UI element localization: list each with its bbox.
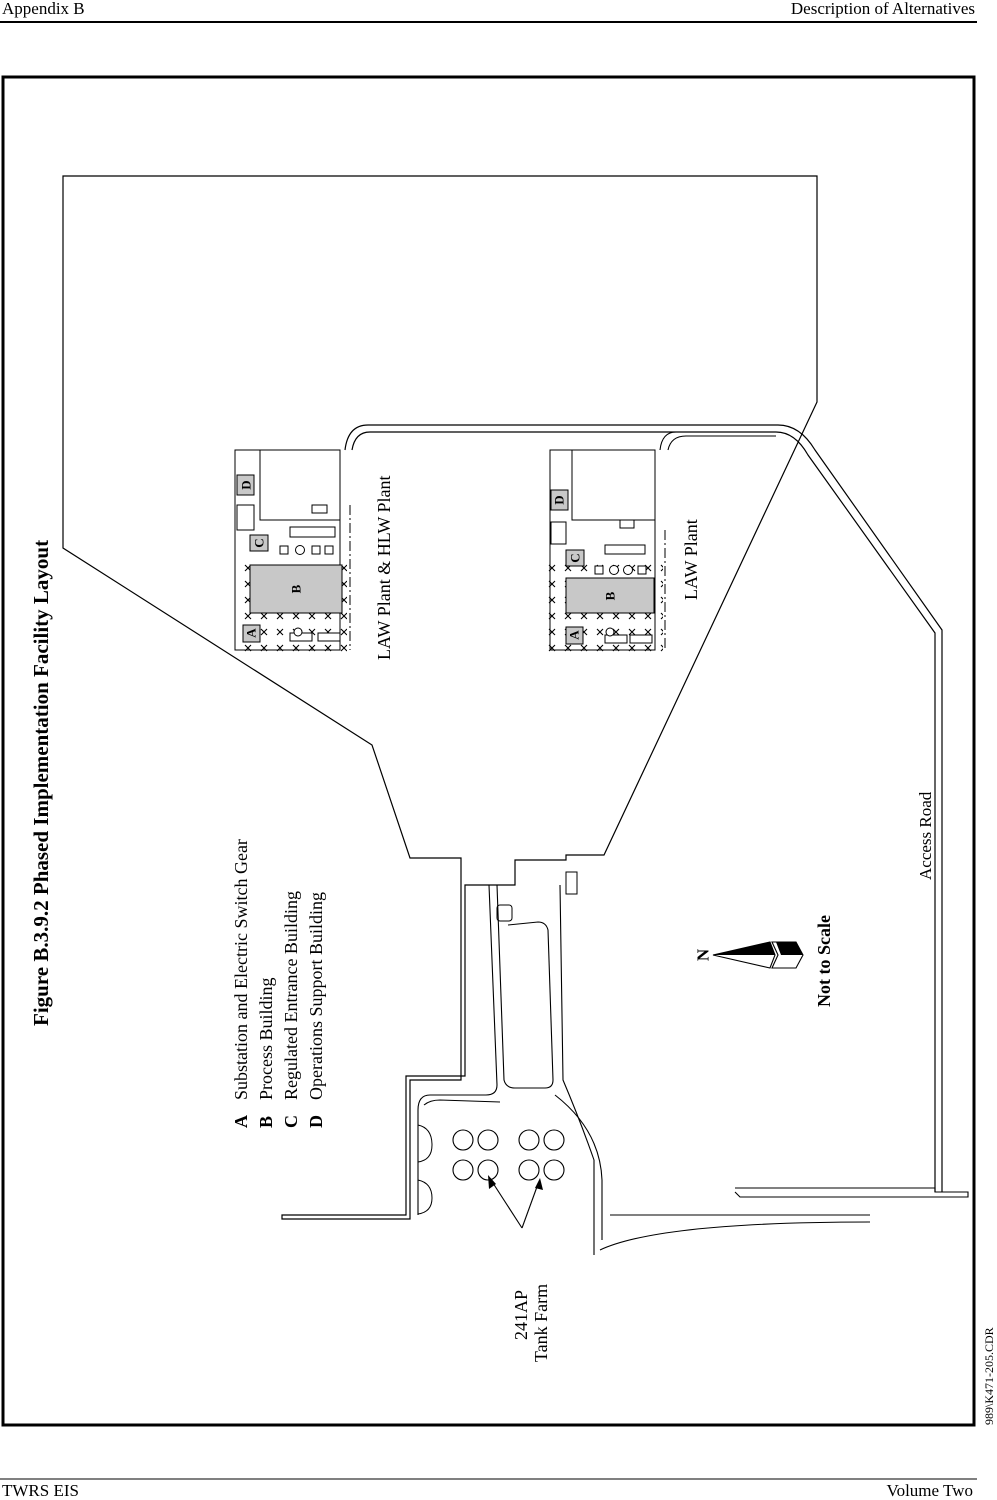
tank-farm-label-line2: Tank Farm (531, 1284, 551, 1362)
plant-upper-divider (259, 450, 340, 521)
footer-right: Volume Two (886, 1481, 974, 1500)
building-b-lower (565, 577, 655, 614)
unit-lower-7 (629, 634, 653, 644)
key-b-lower: B (603, 591, 618, 600)
tank-arrowhead-right (535, 1178, 543, 1190)
key-c-upper: C (252, 538, 267, 547)
road-notch-1 (417, 1124, 433, 1163)
tank-pointer-left (490, 1179, 523, 1229)
key-a-lower: A (567, 630, 582, 640)
unit-upper-1 (289, 526, 336, 538)
unit-lower-8 (605, 627, 615, 637)
plant-upper-label: LAW Plant & HLW Plant (374, 475, 394, 660)
unit-upper-8 (293, 627, 303, 637)
legend: A Substation and Electric Switch Gear B … (231, 839, 326, 1128)
legend-label-d: Operations Support Building (306, 892, 326, 1100)
north-label: N (694, 948, 713, 961)
building-c-lower (565, 549, 585, 567)
building-b-upper (249, 564, 343, 614)
road-branch-lower (667, 435, 776, 451)
road-branch-lower-inner (659, 431, 677, 451)
key-a-upper: A (244, 628, 259, 638)
figure-title: Figure B.3.9.2 Phased Implementation Fac… (29, 540, 53, 1026)
building-d-lower (550, 489, 569, 511)
legend-key-a: A (231, 1115, 251, 1128)
access-road-end (734, 1187, 969, 1198)
tankfarm-road-east (559, 884, 595, 1255)
legend-label-a: Substation and Electric Switch Gear (231, 839, 251, 1100)
unit-upper-4 (311, 545, 321, 555)
tank-farm-label-line1: 241AP (511, 1290, 531, 1340)
unit-lower-2 (594, 565, 604, 575)
tank-arrowhead-left (488, 1175, 496, 1189)
road-notch-2 (417, 1179, 433, 1215)
unit-lower-3 (609, 565, 619, 575)
tankfarm-road-west (417, 884, 498, 1215)
access-road-inner (351, 431, 936, 1192)
unit-upper-2 (279, 545, 289, 555)
unit-lower-4 (623, 565, 633, 575)
unit-upper-5 (324, 545, 334, 555)
unit-upper-9 (311, 504, 328, 514)
tankfarm-road-north (423, 1099, 501, 1106)
unit-lower-9 (619, 519, 635, 529)
annex-lower (550, 521, 567, 545)
building-c-upper (249, 534, 269, 552)
not-to-scale-label: Not to Scale (814, 915, 834, 1007)
tank-pointer-right (521, 1183, 539, 1229)
building-a-lower (565, 626, 584, 645)
annex-upper (236, 504, 255, 531)
footer-left: TWRS EIS (2, 1481, 79, 1500)
small-structure-2 (565, 871, 578, 895)
site-boundary (62, 175, 818, 1220)
legend-key-d: D (306, 1115, 326, 1128)
file-code: 989\K471-205.CDR (982, 1327, 996, 1425)
small-structure (496, 904, 513, 922)
tankfarm-road-east-inner (554, 1094, 603, 1240)
north-arrow-icon (712, 941, 804, 969)
building-d-upper (236, 474, 255, 496)
plant-lower-divider (571, 450, 655, 521)
key-d-upper: D (239, 480, 254, 489)
unit-upper-3 (295, 545, 305, 555)
legend-key-c: C (281, 1115, 301, 1128)
legend-label-c: Regulated Entrance Building (281, 891, 301, 1100)
legend-key-b: B (256, 1116, 276, 1128)
header-right: Description of Alternatives (790, 0, 975, 18)
road-south-2 (599, 1221, 871, 1251)
loop-road (496, 884, 554, 1089)
tank-farm-tanks (452, 1129, 565, 1181)
unit-lower-6 (604, 634, 628, 644)
building-a-upper (242, 624, 261, 643)
header-left: Appendix B (2, 0, 85, 18)
plant-lower-label: LAW Plant (681, 519, 701, 600)
unit-upper-7 (317, 632, 341, 642)
access-road-label: Access Road (916, 791, 935, 880)
access-road-outer (344, 424, 943, 1192)
key-d-lower: D (552, 495, 567, 504)
unit-lower-5 (637, 565, 647, 575)
unit-lower-1 (604, 544, 646, 555)
key-c-lower: C (568, 553, 583, 562)
plant-upper (234, 449, 351, 655)
figure-frame (1, 75, 976, 1427)
key-b-upper: B (289, 584, 304, 593)
plant-lower (548, 449, 666, 654)
legend-label-b: Process Building (256, 977, 276, 1100)
